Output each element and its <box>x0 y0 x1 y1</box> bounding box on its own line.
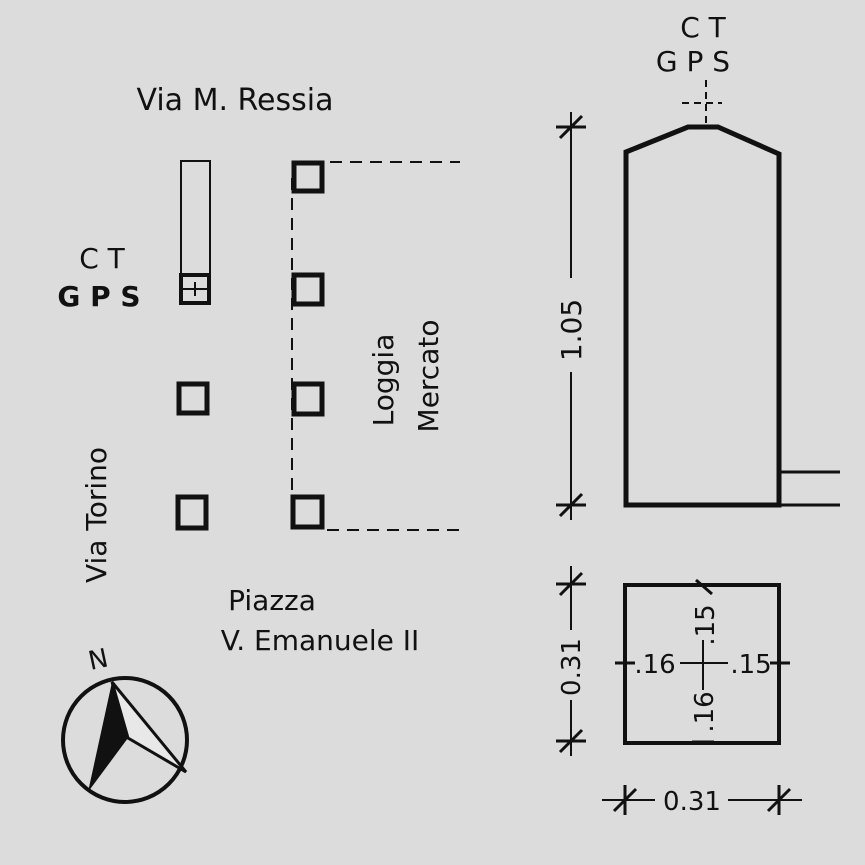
section-center-cross <box>680 640 728 690</box>
elevation-view: C T G P S 1.05 <box>555 11 840 520</box>
height-tick-bottom <box>556 492 586 518</box>
section-height-label: 0.31 <box>557 638 587 696</box>
pillar-benchmark <box>179 273 211 305</box>
pillar-elevation-outline <box>623 124 782 508</box>
compass-north-label: N <box>86 643 111 676</box>
street-label-north: Via M. Ressia <box>136 83 333 118</box>
section-height-tick-top <box>556 571 586 597</box>
section-top-offset-label: .15 <box>691 604 721 645</box>
pillar-east-4 <box>290 494 325 530</box>
compass-needle-light <box>110 681 188 774</box>
section-bottom-offset-label: .16 <box>690 691 720 732</box>
section-right-offset-label: .15 <box>730 650 771 680</box>
pillar-west-3 <box>176 381 210 416</box>
section-offset-ticks <box>615 578 790 744</box>
section-view: .15 .16 .16 .15 0.31 0.31 <box>556 566 802 817</box>
section-width-tick-left <box>612 785 638 815</box>
square-label-line1: Piazza <box>228 584 316 617</box>
plan-view: Via M. Ressia C T G P S Loggia Mercato V… <box>57 83 460 657</box>
loggia-label-line2: Mercato <box>412 320 445 433</box>
elevation-benchmark-gps-label: G P S <box>656 45 730 78</box>
pillar-east-1 <box>291 160 325 194</box>
ground-step-lines <box>779 470 840 507</box>
height-tick-top <box>556 114 586 140</box>
section-width-label: 0.31 <box>663 787 721 817</box>
height-dimension-label: 1.05 <box>555 299 588 361</box>
section-height-tick-bottom <box>556 728 586 754</box>
pillar-west-4 <box>175 494 209 531</box>
street-label-west: Via Torino <box>80 447 113 583</box>
compass-ring <box>61 676 189 804</box>
elevation-benchmark-ct-label: C T <box>680 11 726 44</box>
plan-benchmark-ct-label: C T <box>79 242 125 275</box>
section-left-offset-label: .16 <box>634 650 675 680</box>
north-compass: N <box>61 643 189 804</box>
elevation-benchmark-marker <box>682 80 722 124</box>
plan-benchmark-gps-label: G P S <box>57 280 140 313</box>
loggia-outline <box>291 161 460 531</box>
square-label-line2: V. Emanuele II <box>221 624 420 657</box>
section-width-tick-right <box>766 785 792 815</box>
pillar-east-3 <box>291 381 325 417</box>
pillar-long <box>180 160 211 290</box>
benchmark-cross-icon <box>188 282 202 296</box>
loggia-label-line1: Loggia <box>367 334 400 427</box>
pillar-east-2 <box>291 272 325 307</box>
compass-needle-dark <box>88 682 128 792</box>
